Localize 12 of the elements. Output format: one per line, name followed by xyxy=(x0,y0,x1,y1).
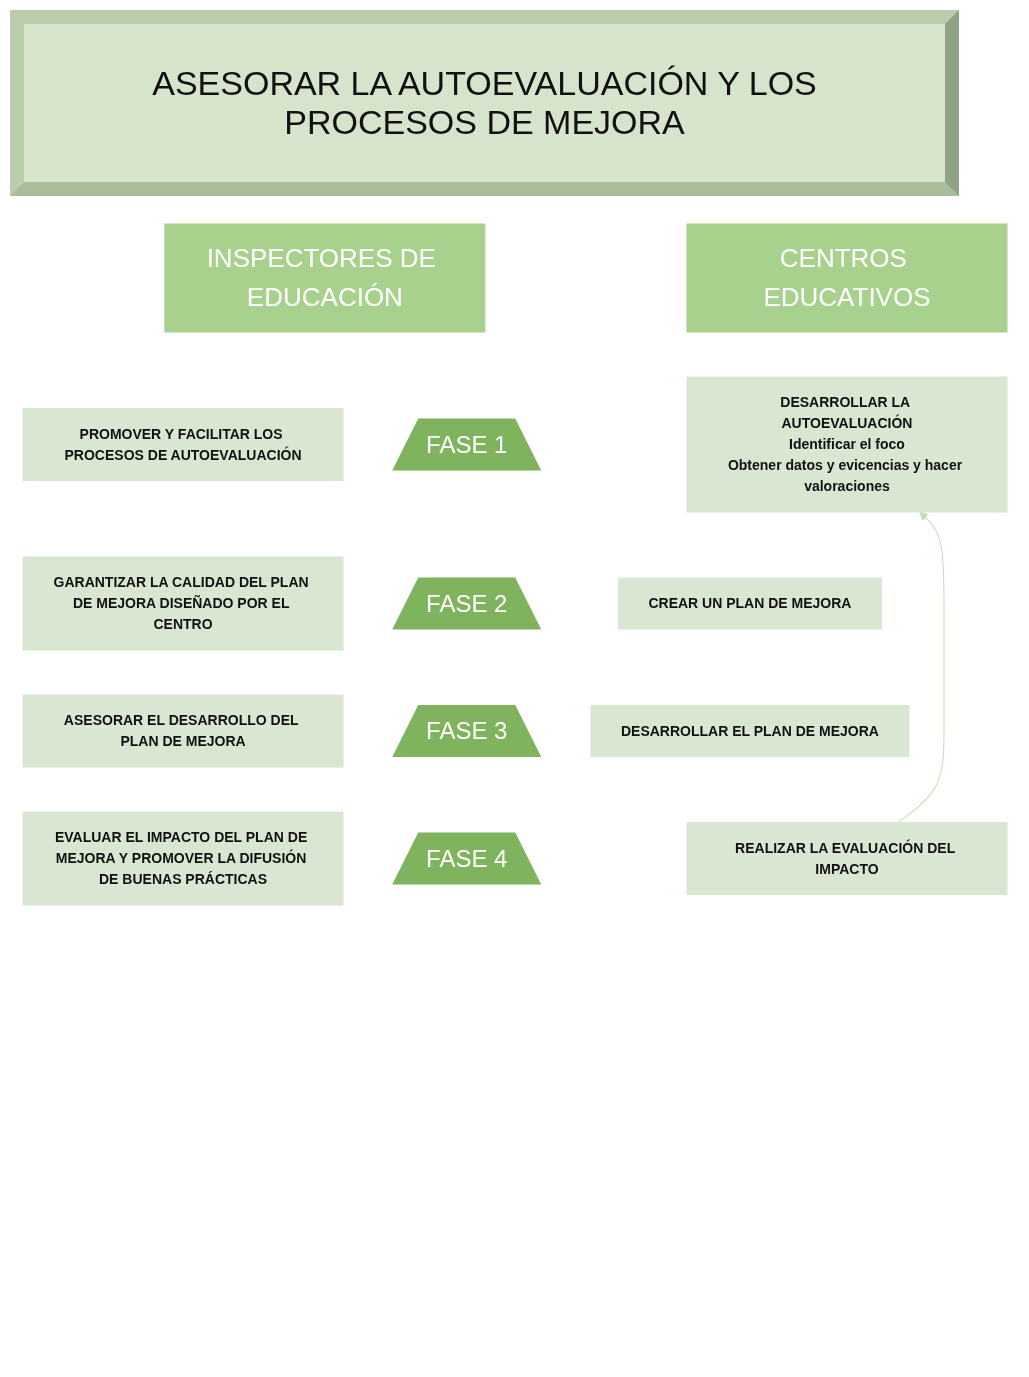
node-box: CREAR UN PLAN DE MEJORA xyxy=(617,577,882,630)
node-box: GARANTIZAR LA CALIDAD DEL PLAN DE MEJORA DISEÑADO POR EL CENTRO xyxy=(22,556,344,651)
node-box: REALIZAR LA EVALUACIÓN DEL IMPACTO xyxy=(685,822,1007,896)
node-box: DESARROLLAR LA AUTOEVALUACIÓN Identificar el foco Obtener datos y evicencias y hacer valoraciones xyxy=(685,376,1007,513)
node-box: CENTROS EDUCATIVOS xyxy=(685,223,1007,333)
title-banner: ASESORAR LA AUTOEVALUACIÓN Y LOS PROCESOS DE MEJORA xyxy=(10,10,959,196)
node-box: ASESORAR EL DESARROLLO DEL PLAN DE MEJORA xyxy=(22,694,344,768)
arrow xyxy=(896,511,944,824)
node-box: INSPECTORES DE EDUCACIÓN xyxy=(163,223,485,333)
node-box: EVALUAR EL IMPACTO DEL PLAN DE MEJORA Y PROMOVER LA DIFUSIÓN DE BUENAS PRÁCTICAS xyxy=(22,811,344,906)
node-box: DESARROLLAR EL PLAN DE MEJORA xyxy=(589,705,909,758)
node-box: PROMOVER Y FACILITAR LOS PROCESOS DE AUTOEVALUACIÓN xyxy=(22,408,344,482)
